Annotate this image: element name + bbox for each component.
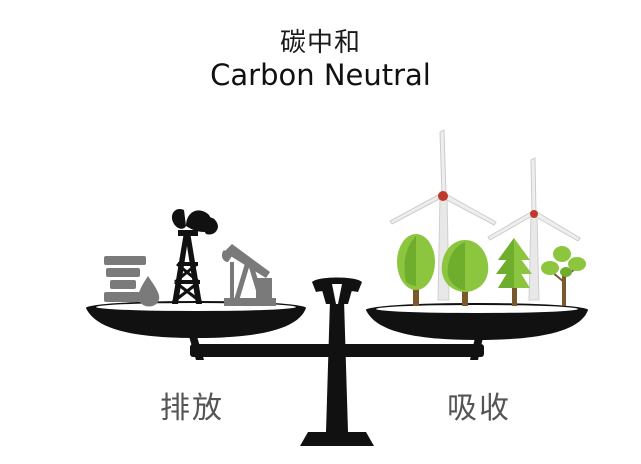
title-english: Carbon Neutral [210,58,431,92]
oil-pump-jack-icon [221,244,276,306]
left-hanger [188,333,204,360]
oil-derrick-icon [171,208,218,304]
wind-turbine-icon [487,157,581,301]
title-chinese: 碳中和 [279,28,361,58]
scale-base [300,432,374,446]
tree-icon [441,240,489,306]
absorption-label: 吸收 [447,391,511,426]
tree-icon [496,238,532,306]
right-pan [366,303,588,340]
factory-chimney-icon [104,256,146,302]
tree-icon [397,234,435,306]
scale-beam [190,344,484,357]
emission-label: 排放 [160,391,224,426]
oil-drop-icon [138,276,160,307]
balance-scale [188,277,484,446]
scale-post [326,300,348,432]
left-pan [86,301,306,338]
tree-icon [541,246,586,306]
